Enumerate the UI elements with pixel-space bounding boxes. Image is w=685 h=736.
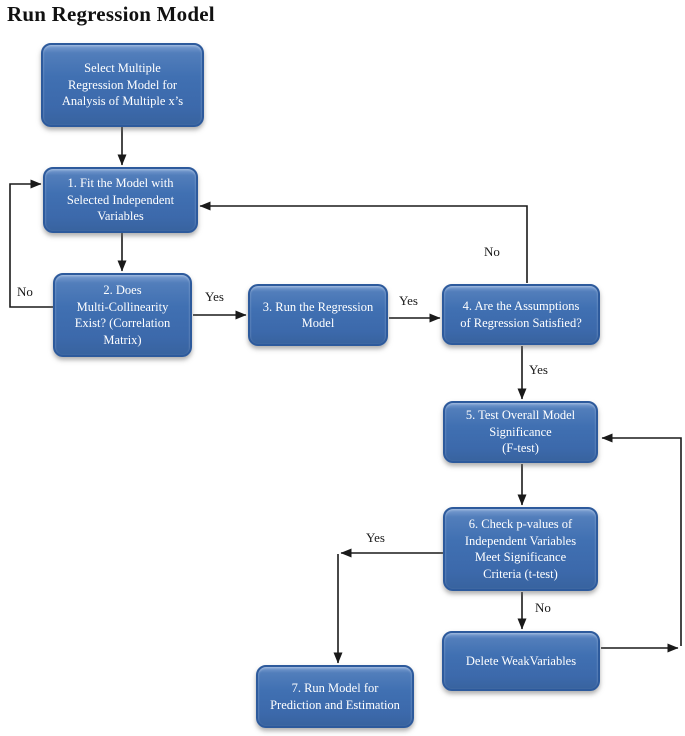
edge-label-yes-run-model: Yes xyxy=(399,293,418,308)
node-run-regression: 3. Run the Regression Model xyxy=(248,284,388,346)
node-overall-significance-label: 5. Test Overall Model Significance (F-te… xyxy=(465,408,576,456)
node-pvalues: 6. Check p-values of Independent Variabl… xyxy=(443,507,598,591)
node-delete-weak-variables-label: Delete WeakVariables xyxy=(465,653,577,668)
node-fit-model-label: 1. Fit the Model with Selected Independe… xyxy=(66,176,175,224)
edge-label-yes-collinearity: Yes xyxy=(205,289,224,304)
node-overall-significance: 5. Test Overall Model Significance (F-te… xyxy=(443,401,598,463)
node-run-prediction-label: 7. Run Model for Prediction and Estimati… xyxy=(270,681,400,712)
page-title: Run Regression Model xyxy=(7,2,215,26)
node-run-prediction: 7. Run Model for Prediction and Estimati… xyxy=(256,665,414,728)
arrow-collinearity-no-loop xyxy=(9,179,53,308)
node-multicollinearity: 2. Does Multi-Collinearity Exist? (Corre… xyxy=(53,273,192,357)
arrow-assumptions-no-loop xyxy=(199,201,528,283)
edge-label-yes-significance: Yes xyxy=(366,530,385,545)
node-assumptions-label: 4. Are the Assumptions of Regression Sat… xyxy=(460,299,582,330)
node-select-model: Select Multiple Regression Model for Ana… xyxy=(41,43,204,127)
arrow-delete-loop-to-significance xyxy=(601,433,682,646)
edge-label-no-assumptions-loop: No xyxy=(484,244,500,259)
node-assumptions: 4. Are the Assumptions of Regression Sat… xyxy=(442,284,600,345)
node-fit-model: 1. Fit the Model with Selected Independe… xyxy=(43,167,198,233)
edge-label-no-significance: No xyxy=(535,600,551,615)
edge-label-yes-assumptions: Yes xyxy=(529,362,548,377)
node-run-regression-label: 3. Run the Regression Model xyxy=(262,299,374,331)
node-delete-weak-variables: Delete WeakVariables xyxy=(442,631,600,691)
edge-label-no-collinearity-loop: No xyxy=(17,284,33,299)
node-select-model-label: Select Multiple Regression Model for Ana… xyxy=(61,61,184,109)
node-pvalues-label: 6. Check p-values of Independent Variabl… xyxy=(464,517,577,581)
node-multicollinearity-label: 2. Does Multi-Collinearity Exist? (Corre… xyxy=(74,283,171,347)
